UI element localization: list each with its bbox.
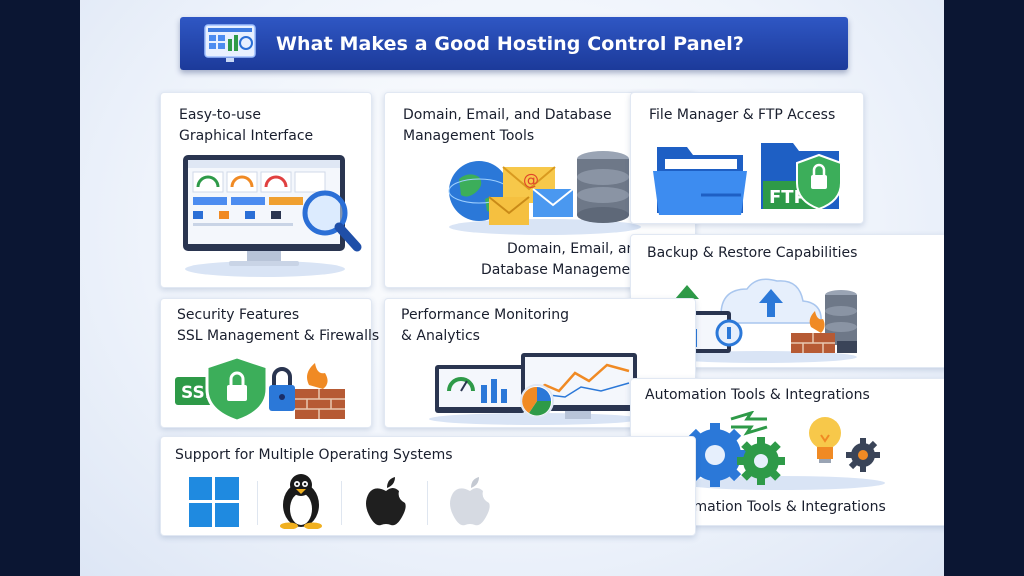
monitor-magnifier-icon xyxy=(183,155,362,277)
card-security-line1: Security Features xyxy=(177,307,300,323)
card-domain-subtitle: Domain, Email, and xyxy=(481,239,644,260)
folder-ftp-shield-icon: FTP xyxy=(653,143,842,215)
apple-light-icon xyxy=(450,477,490,526)
divider xyxy=(257,481,258,525)
card-domain-line3: Domain, Email, and xyxy=(507,241,645,257)
card-gui-title: Easy-to-use Graphical Interface xyxy=(179,105,313,147)
card-security-line2: SSL Management & Firewalls xyxy=(177,328,380,344)
card-domain-line1: Domain, Email, and Database xyxy=(403,107,612,123)
page-title: What Makes a Good Hosting Control Panel? xyxy=(276,32,744,55)
card-domain-line2: Management Tools xyxy=(403,128,535,144)
card-automation-line1: Automation Tools & Integrations xyxy=(645,387,870,403)
analytics-monitor-icon xyxy=(429,353,641,425)
apple-icon xyxy=(366,477,406,526)
card-domain-title: Domain, Email, and Database Management T… xyxy=(403,105,612,147)
card-security-title: Security Features SSL Management & Firew… xyxy=(177,305,379,347)
title-banner: What Makes a Good Hosting Control Panel? xyxy=(180,17,848,70)
ftp-label: FTP xyxy=(769,187,807,208)
card-file-title: File Manager & FTP Access xyxy=(649,105,835,126)
card-performance-line1: Performance Monitoring xyxy=(401,307,570,323)
card-os: Support for Multiple Operating Systems xyxy=(160,436,696,536)
card-automation-title: Automation Tools & Integrations xyxy=(645,385,870,406)
card-gui-line2: Graphical Interface xyxy=(179,128,314,144)
card-performance-title: Performance Monitoring & Analytics xyxy=(401,305,569,347)
card-file-line1: File Manager & FTP Access xyxy=(649,107,836,123)
globe-envelope-database-icon: @ xyxy=(448,151,641,235)
card-security: Security Features SSL Management & Firew… xyxy=(160,298,379,428)
card-gui-line1: Easy-to-use xyxy=(179,107,261,123)
card-backup-title: Backup & Restore Capabilities xyxy=(647,243,857,264)
svg-text:@: @ xyxy=(523,170,539,189)
card-backup-line1: Backup & Restore Capabilities xyxy=(647,245,858,261)
dashboard-icon xyxy=(204,23,256,62)
card-automation-line2: Automation Tools & Integrations xyxy=(661,499,886,515)
card-performance-line2: & Analytics xyxy=(401,328,480,344)
gears-lightbulb-icon xyxy=(677,411,885,490)
divider xyxy=(427,481,428,525)
card-file-manager: File Manager & FTP Access FTP xyxy=(630,92,864,224)
card-gui: Easy-to-use Graphical Interface xyxy=(160,92,372,288)
linux-icon xyxy=(280,474,322,529)
card-os-title: Support for Multiple Operating Systems xyxy=(175,445,453,466)
divider xyxy=(341,481,342,525)
ssl-shield-lock-icon: SSL xyxy=(175,355,345,423)
card-automation-subtitle: Automation Tools & Integrations xyxy=(661,497,886,518)
windows-icon xyxy=(189,477,239,527)
card-os-line1: Support for Multiple Operating Systems xyxy=(175,447,453,463)
infographic-canvas: What Makes a Good Hosting Control Panel?… xyxy=(80,0,944,576)
